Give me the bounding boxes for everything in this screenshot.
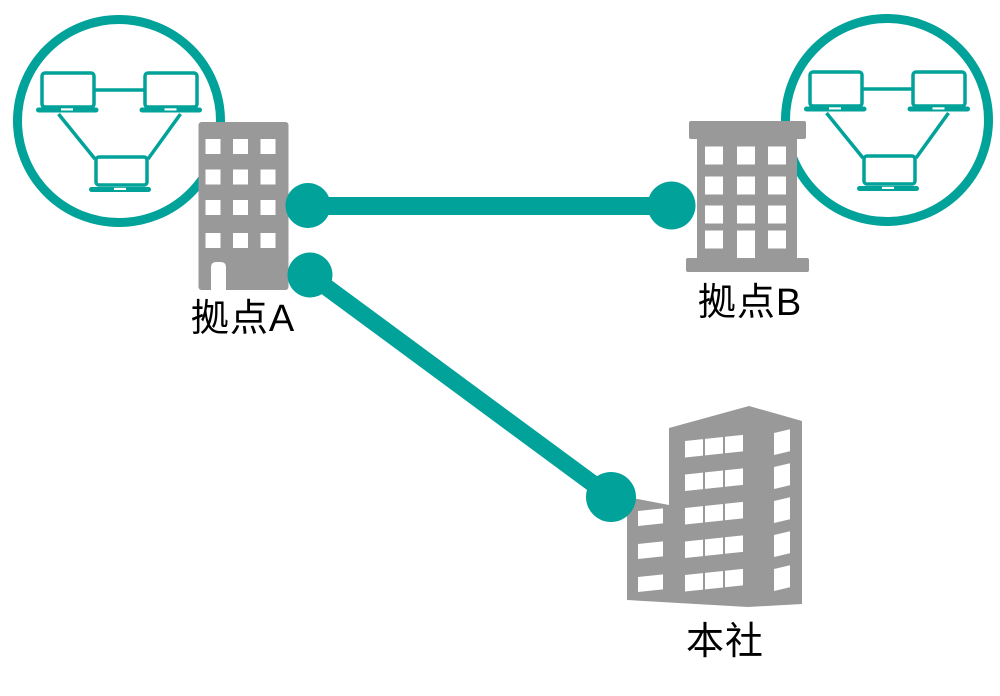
- link-site-a-headquarters: [304, 268, 617, 504]
- site-a-label: 拠点A: [190, 298, 296, 340]
- site-a-building-windows: [205, 139, 276, 248]
- headquarters-front-windows: [685, 434, 743, 592]
- headquarters-side-windows: [774, 429, 790, 591]
- headquarters-label: 本社: [685, 621, 765, 663]
- link-endpoint-dots: [285, 181, 696, 522]
- endpoint-dot-site-a-top: [285, 183, 331, 228]
- endpoint-dot-headquarters: [586, 472, 636, 522]
- site-a-building-door: [211, 262, 226, 290]
- site-b-lan-network-icon: [786, 19, 989, 222]
- headquarters-annex-windows: [638, 508, 663, 592]
- site-a-building-icon: [198, 122, 289, 290]
- site-b-label: 拠点B: [697, 282, 803, 324]
- headquarters-building-icon: [627, 406, 802, 607]
- endpoint-dot-site-b: [647, 181, 696, 230]
- endpoint-dot-site-a-bottom: [287, 252, 333, 298]
- site-b-building-windows: [705, 146, 786, 258]
- site-b-building-icon: [686, 121, 809, 272]
- site-a-lan-network-icon: [18, 20, 221, 223]
